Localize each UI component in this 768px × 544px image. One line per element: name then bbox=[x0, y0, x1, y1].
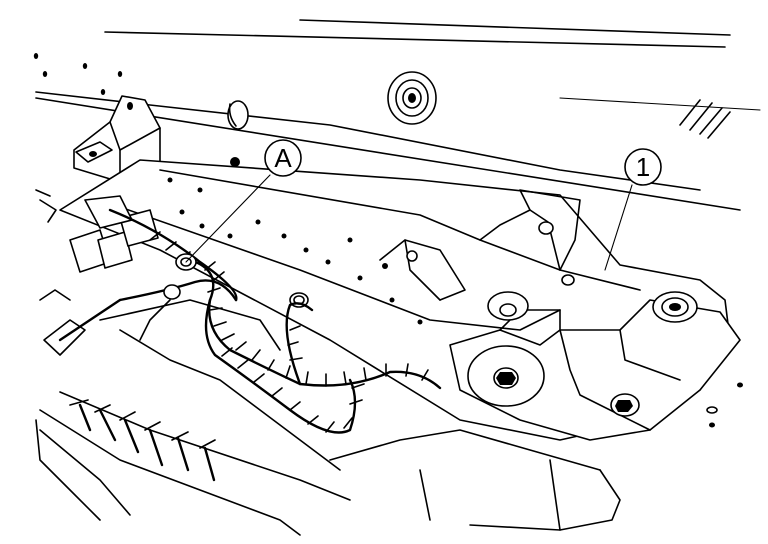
panel-dots bbox=[33, 53, 743, 428]
lower-housing bbox=[35, 299, 621, 536]
wiring-harness bbox=[58, 208, 442, 434]
callout-a-label: A bbox=[274, 143, 292, 173]
callout-1-label: 1 bbox=[636, 152, 650, 182]
callout-a: A bbox=[264, 139, 302, 177]
cowl-grommet bbox=[387, 71, 437, 125]
right-end-mount bbox=[449, 274, 741, 441]
harness-connectors bbox=[35, 189, 159, 356]
callout-1: 1 bbox=[624, 148, 662, 186]
leader-lines bbox=[185, 174, 633, 271]
